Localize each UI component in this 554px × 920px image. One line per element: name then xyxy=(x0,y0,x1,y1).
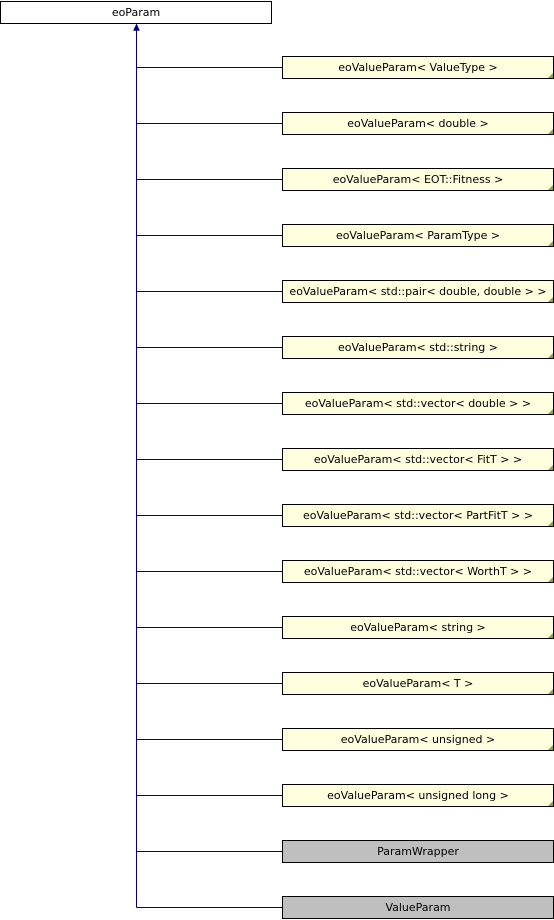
derived-class-node[interactable]: eoValueParam< unsigned long > xyxy=(282,784,554,807)
corner-mark-icon xyxy=(548,353,553,358)
derived-class-node[interactable]: eoValueParam< std::vector< WorthT > > xyxy=(282,560,554,583)
derived-class-label: eoValueParam< T > xyxy=(363,677,474,690)
derived-class-label: eoValueParam< EOT::Fitness > xyxy=(333,173,504,186)
derived-class-label: eoValueParam< ParamType > xyxy=(336,229,500,242)
derived-class-node[interactable]: ValueParam xyxy=(282,896,554,919)
derived-class-node[interactable]: eoValueParam< std::vector< FitT > > xyxy=(282,448,554,471)
derived-class-nodes: eoValueParam< ValueType > eoValueParam< d… xyxy=(282,56,554,919)
corner-mark-icon xyxy=(548,185,553,190)
derived-class-node[interactable]: eoValueParam< unsigned > xyxy=(282,728,554,751)
derived-class-node[interactable]: eoValueParam< EOT::Fitness > xyxy=(282,168,554,191)
corner-mark-icon xyxy=(548,689,553,694)
inheritance-arrowhead xyxy=(133,23,140,31)
base-class-node[interactable]: eoParam xyxy=(0,1,272,24)
derived-class-label: eoValueParam< std::vector< WorthT > > xyxy=(304,565,532,578)
corner-mark-icon xyxy=(548,577,553,582)
derived-class-node[interactable]: eoValueParam< T > xyxy=(282,672,554,695)
derived-class-node[interactable]: ParamWrapper xyxy=(282,840,554,863)
derived-class-node[interactable]: eoValueParam< double > xyxy=(282,112,554,135)
corner-mark-icon xyxy=(548,801,553,806)
corner-mark-icon xyxy=(548,129,553,134)
derived-class-node[interactable]: eoValueParam< std::vector< double > > xyxy=(282,392,554,415)
edges xyxy=(133,23,283,908)
derived-class-node[interactable]: eoValueParam< ParamType > xyxy=(282,224,554,247)
derived-class-label: eoValueParam< unsigned long > xyxy=(327,789,509,802)
derived-class-label: eoValueParam< std::pair< double, double … xyxy=(289,285,546,298)
corner-mark-icon xyxy=(548,521,553,526)
corner-mark-icon xyxy=(548,297,553,302)
derived-class-node[interactable]: eoValueParam< std::vector< PartFitT > > xyxy=(282,504,554,527)
derived-class-node[interactable]: eoValueParam< string > xyxy=(282,616,554,639)
corner-mark-icon xyxy=(548,465,553,470)
base-class-box xyxy=(0,1,272,24)
corner-mark-icon xyxy=(548,633,553,638)
derived-class-label: eoValueParam< ValueType > xyxy=(338,61,497,74)
corner-mark-icon xyxy=(548,409,553,414)
derived-class-label: eoValueParam< double > xyxy=(347,117,488,130)
derived-class-label: eoValueParam< std::string > xyxy=(338,341,498,354)
corner-mark-icon xyxy=(548,745,553,750)
derived-class-label: ParamWrapper xyxy=(377,845,459,858)
derived-class-label: eoValueParam< string > xyxy=(350,621,486,634)
corner-mark-icon xyxy=(548,241,553,246)
derived-class-label: eoValueParam< unsigned > xyxy=(341,733,495,746)
derived-class-label: eoValueParam< std::vector< double > > xyxy=(305,397,531,410)
derived-class-label: eoValueParam< std::vector< PartFitT > > xyxy=(303,509,533,522)
derived-class-node[interactable]: eoValueParam< std::pair< double, double … xyxy=(282,280,554,303)
base-class-label: eoParam xyxy=(112,6,160,19)
derived-class-label: ValueParam xyxy=(385,901,450,914)
derived-class-node[interactable]: eoValueParam< ValueType > xyxy=(282,56,554,79)
derived-class-node[interactable]: eoValueParam< std::string > xyxy=(282,336,554,359)
corner-mark-icon xyxy=(548,73,553,78)
derived-class-label: eoValueParam< std::vector< FitT > > xyxy=(314,453,522,466)
